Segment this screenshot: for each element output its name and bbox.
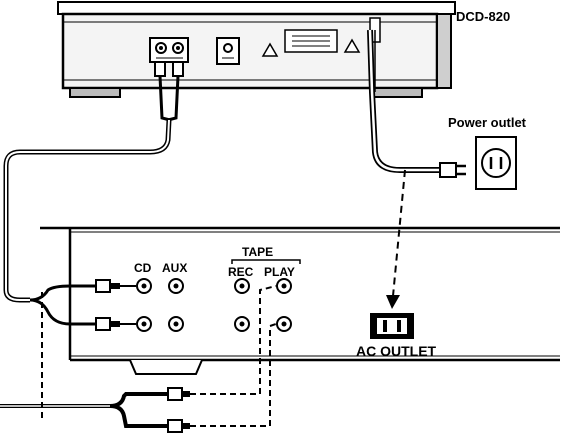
arrow-down-icon <box>386 295 400 309</box>
aux-input-jack-r <box>168 316 184 332</box>
wall-outlet-icon <box>475 136 517 190</box>
cd-player-top-edge <box>57 1 456 15</box>
tape-play-jack-r <box>276 316 292 332</box>
input-label-cd: CD <box>134 261 152 275</box>
warning-triangle-icon <box>261 42 279 57</box>
amplifier <box>40 226 560 375</box>
tape-play-label: PLAY <box>264 265 295 279</box>
ac-outlet-icon <box>370 313 414 339</box>
tape-rec-jack-r <box>234 316 250 332</box>
amp-jacks <box>136 278 292 332</box>
input-label-aux: AUX <box>162 261 187 275</box>
cd-input-jack-l <box>136 278 152 294</box>
tape-bracket <box>231 259 301 264</box>
warning-triangle-icon-2 <box>343 38 361 53</box>
power-cord <box>367 29 440 173</box>
model-label: DCD-820 <box>456 9 510 24</box>
power-outlet-label: Power outlet <box>448 115 527 130</box>
cd-player-body <box>61 12 439 90</box>
ac-outlet-label: AC OUTLET <box>356 343 437 359</box>
tape-rec-label: REC <box>228 265 254 279</box>
cd-player <box>57 1 456 98</box>
amplifier-foot <box>129 359 203 375</box>
rca-plug-tape-rec <box>167 387 190 401</box>
power-plug <box>439 162 466 178</box>
rca-plug-cd-l <box>95 279 136 293</box>
tape-dashed-connections <box>41 285 277 427</box>
rca-plug-tape-play <box>167 419 190 433</box>
remote-jack <box>223 43 233 53</box>
cd-input-jack-r <box>136 316 152 332</box>
cd-player-foot-right <box>371 87 423 98</box>
cd-player-foot-left <box>69 87 121 98</box>
aux-input-jack-l <box>168 278 184 294</box>
tape-label: TAPE <box>242 245 273 259</box>
alt-power-connection <box>392 169 406 297</box>
rca-cable <box>3 61 184 326</box>
tape-play-jack-l <box>276 278 292 294</box>
rca-plug-cd-r <box>95 317 136 331</box>
tape-rec-jack-l <box>234 278 250 294</box>
tape-cable <box>0 392 168 428</box>
